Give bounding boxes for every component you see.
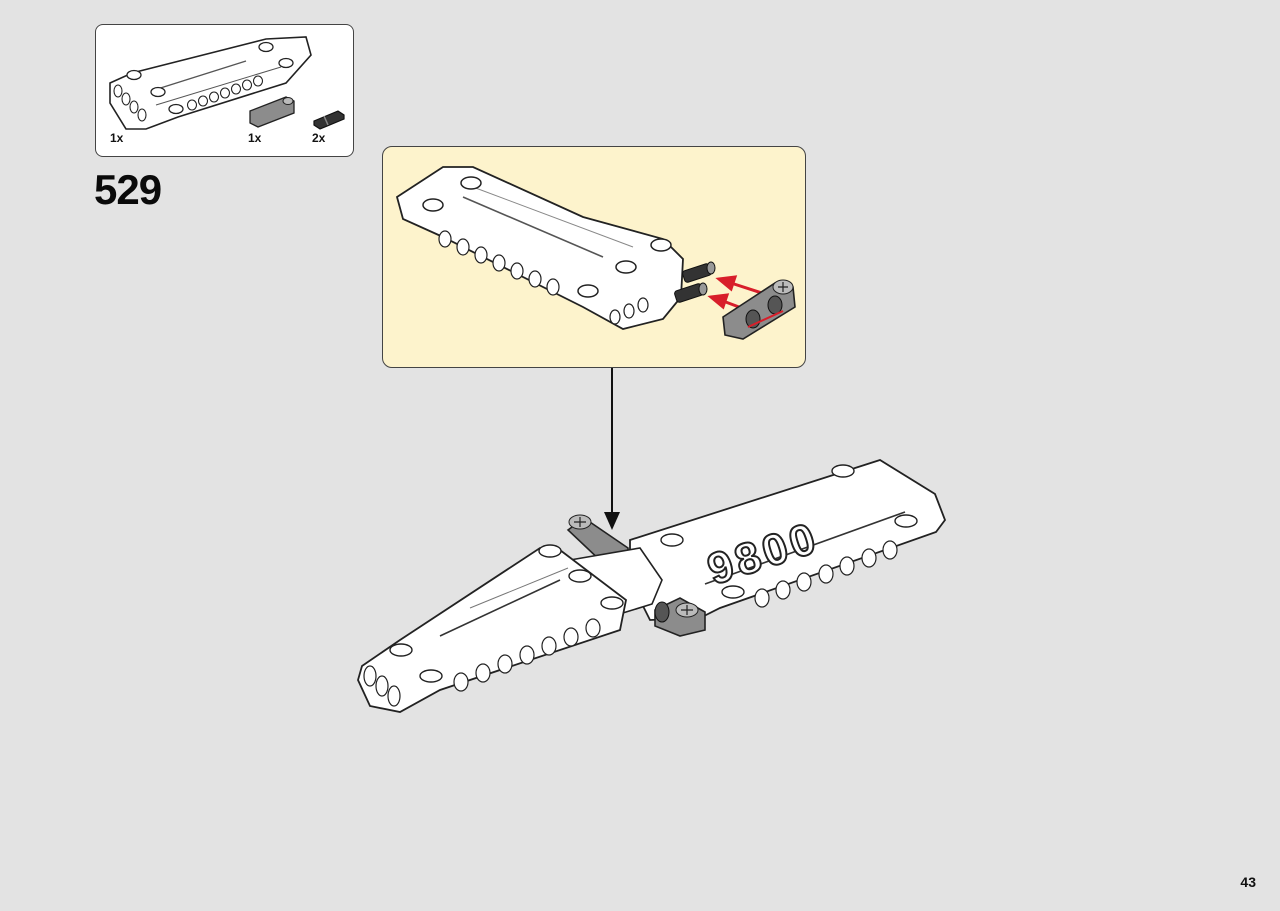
- part-quantity: 2x: [312, 131, 326, 145]
- subassembly-callout: [382, 146, 806, 368]
- parts-list-box: 1x 1x 2x: [95, 24, 354, 157]
- step-number: 529: [94, 166, 162, 213]
- grey-connector-subassembly: [722, 279, 796, 340]
- page-number: 43: [1240, 874, 1256, 890]
- wing-panel-part: [109, 36, 312, 130]
- wing-panel-subassembly: [395, 166, 684, 330]
- black-pin-part: [313, 110, 345, 130]
- part-quantity: 1x: [110, 131, 124, 145]
- grey-connector-part: [249, 96, 295, 128]
- left-wing-panel: [357, 544, 627, 713]
- part-quantity: 1x: [248, 131, 262, 145]
- placement-arrow-icon: [604, 368, 620, 530]
- right-panel: 9800: [629, 459, 947, 621]
- black-pin-subassembly: [674, 261, 716, 303]
- parts-illustration: [109, 36, 345, 130]
- subassembly-illustration: [395, 166, 796, 340]
